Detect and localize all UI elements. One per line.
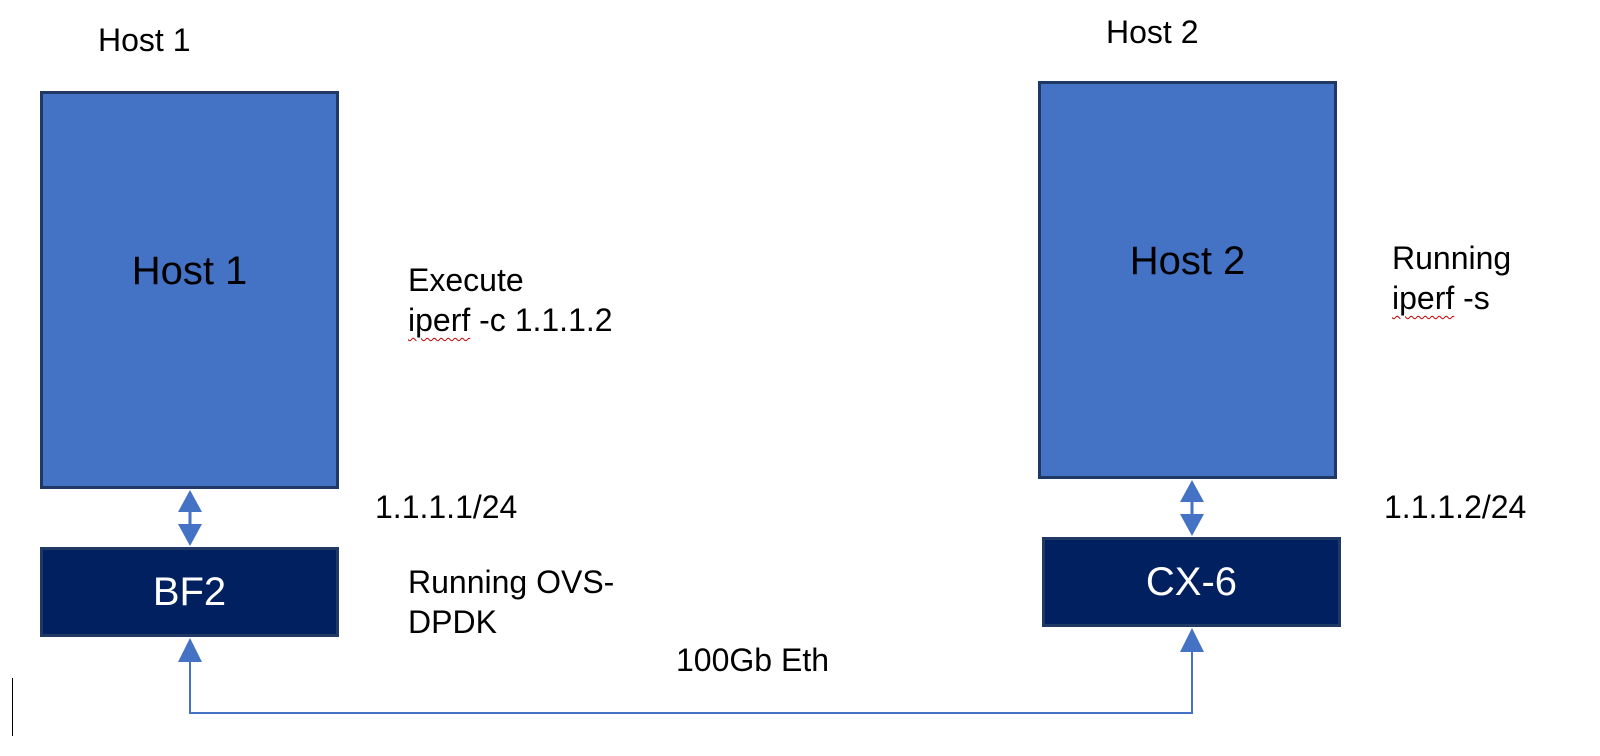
bf2-box: BF2 xyxy=(40,547,339,637)
host2-command-line2: iperf -s xyxy=(1392,278,1511,318)
host2-command-args: -s xyxy=(1454,280,1490,316)
host2-command-note: Running iperf -s xyxy=(1392,238,1511,318)
bf2-label: BF2 xyxy=(152,569,227,614)
link-label: 100Gb Eth xyxy=(676,642,829,678)
bf2-link-arrowhead xyxy=(178,638,202,662)
host1-title: Host 1 xyxy=(98,22,191,58)
bf2-note-line1: Running OVS- xyxy=(408,564,615,600)
host2-box: Host 2 xyxy=(1038,81,1337,479)
host1-command-note: Execute iperf -c 1.1.1.2 xyxy=(408,260,613,340)
host2-box-label: Host 2 xyxy=(1129,239,1246,283)
host2-cx6-double-arrow xyxy=(1180,480,1204,536)
host2-title: Host 2 xyxy=(1106,14,1199,50)
bf2-note: Running OVS- DPDK xyxy=(408,562,614,642)
host2-ip: 1.1.1.2/24 xyxy=(1384,489,1527,525)
host2-command-line1: Running xyxy=(1392,240,1512,276)
host1-ip: 1.1.1.1/24 xyxy=(375,489,518,525)
bf2-note-line2: DPDK xyxy=(408,604,497,640)
host1-command-args: -c 1.1.1.2 xyxy=(470,302,613,338)
text-cursor xyxy=(12,678,13,736)
host1-box-label: Host 1 xyxy=(131,249,248,293)
host1-command-line2: iperf -c 1.1.1.2 xyxy=(408,300,613,340)
cx6-box: CX-6 xyxy=(1042,537,1341,627)
host2-command-word: iperf xyxy=(1392,280,1455,316)
host1-command-word: iperf xyxy=(408,302,471,338)
host1-bf2-double-arrow xyxy=(178,490,202,546)
eth-link-line xyxy=(178,628,1204,714)
cx6-label: CX-6 xyxy=(1145,559,1238,604)
host1-command-line1: Execute xyxy=(408,262,524,298)
host1-box: Host 1 xyxy=(40,91,339,489)
cx6-link-arrowhead xyxy=(1180,628,1204,652)
